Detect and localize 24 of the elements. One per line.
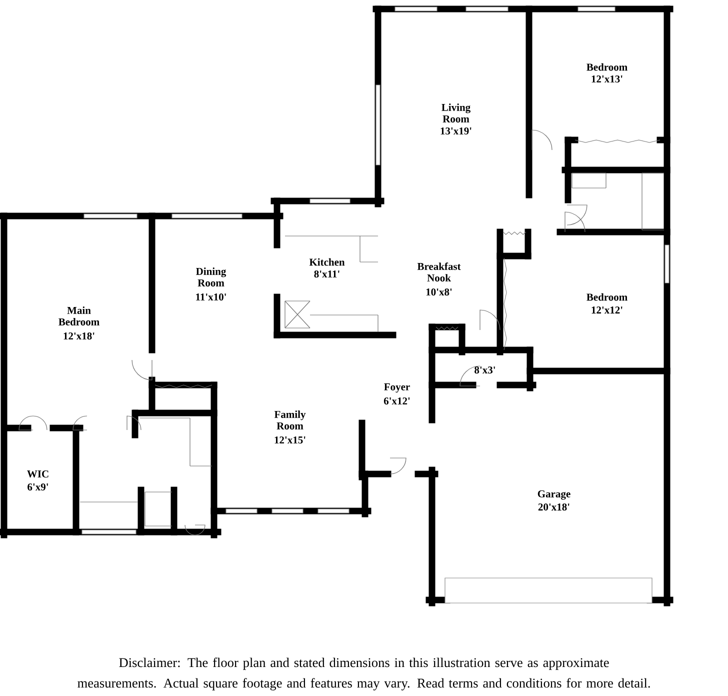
dimension-label: 20'x18' (538, 503, 570, 511)
dimension-label: 8'x11' (314, 270, 340, 278)
dimension-label: 10'x8' (426, 288, 452, 296)
dimension-label: 8'x3' (474, 366, 495, 374)
room-label: Dining Room (196, 268, 226, 286)
room-label: WIC (27, 470, 48, 478)
dimension-label: 12'x13' (592, 75, 622, 83)
room-label: Foyer (384, 383, 410, 393)
disclaimer-text: Disclaimer: The floor plan and stated dimensions in this illustration serve as approximate measurements. Actual square footage and features may vary. Read terms and conditions for more detail. (78, 658, 650, 690)
room-label: Main Bedroom (58, 306, 100, 326)
room-label: Living Room (442, 104, 470, 122)
room-label: Bedroom (586, 293, 628, 301)
dimension-label: 12'x18' (64, 332, 94, 340)
dimension-label: 12'x15' (274, 436, 306, 444)
dimension-label: 6'x9' (28, 483, 48, 491)
room-label: Family Room (274, 410, 306, 430)
dimension-label: 13'x19' (440, 127, 472, 135)
room-label: Breakfast Nook (417, 262, 461, 282)
dimension-label: 6'x12' (384, 397, 410, 405)
dimension-label: 12'x12' (592, 306, 622, 314)
room-label: Garage (538, 490, 570, 500)
room-label: Bedroom (586, 63, 628, 71)
room-label: Kitchen (309, 258, 345, 266)
dimension-label: 11'x10' (196, 293, 226, 301)
